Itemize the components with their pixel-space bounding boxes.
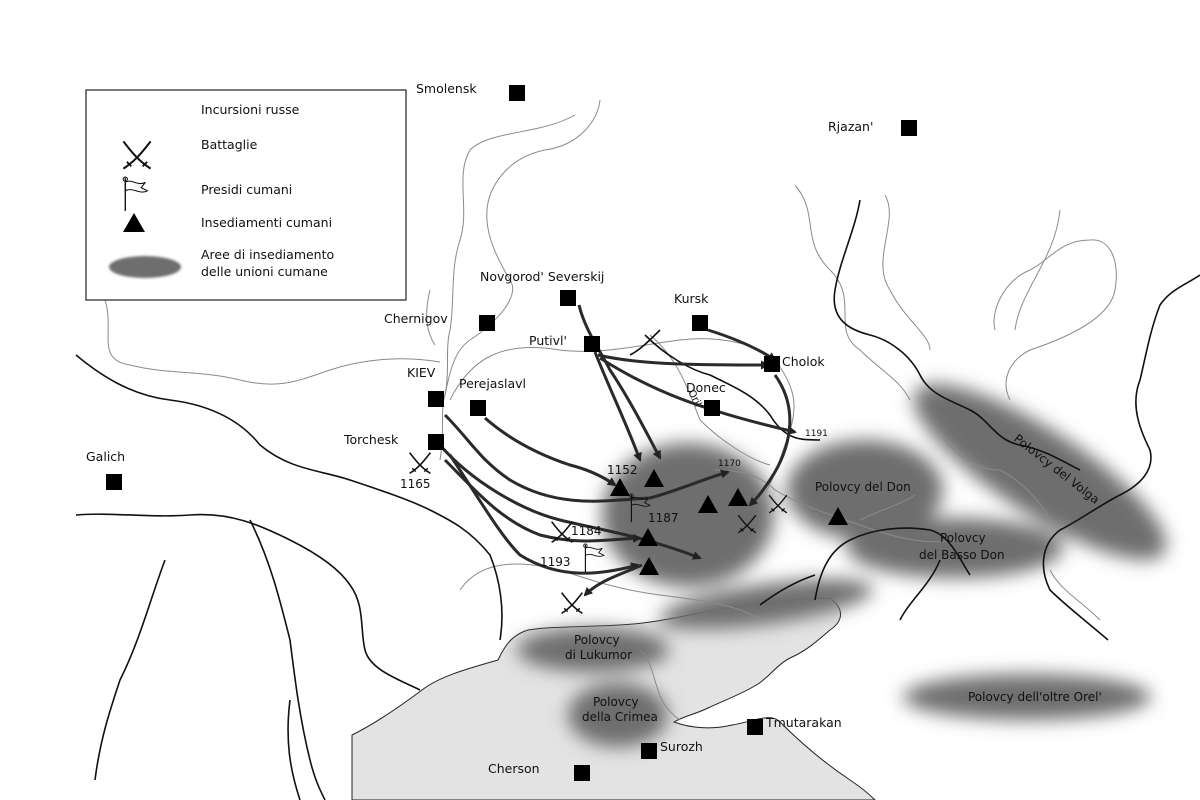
- legend-raids: Incursioni russe: [201, 102, 300, 117]
- label-putivl: Putivl': [529, 333, 567, 348]
- label-tmutarakan: Tmutarakan: [765, 715, 842, 730]
- legend-garrisons: Presidi cumani: [201, 182, 292, 197]
- legend-battles: Battaglie: [201, 137, 258, 152]
- year-1152: 1152: [607, 463, 638, 477]
- year-1191: 1191: [805, 429, 828, 439]
- settlement-triangle: [639, 557, 659, 575]
- city-chernigov-marker: [479, 315, 495, 331]
- area-steppe-south: [659, 579, 873, 629]
- cities: [106, 85, 917, 781]
- area-label-crimea-1: Polovcy: [593, 695, 639, 709]
- year-labels: 1191 1170 1152 1187 1184 1193 1165: [400, 429, 828, 569]
- area-dnieper-bend: [602, 443, 774, 587]
- arrow-putivl-3: [599, 356, 797, 435]
- arrow-1193: [583, 563, 643, 597]
- area-label-basso-don-2: del Basso Don: [919, 548, 1005, 562]
- label-chernigov: Chernigov: [384, 311, 448, 326]
- label-novgorod: Novgorod' Severskij: [480, 269, 604, 284]
- city-perejaslavl-marker: [470, 400, 486, 416]
- city-smolensk-marker: [509, 85, 525, 101]
- arrow-putivl-1: [593, 351, 642, 462]
- cuman-settlements: [610, 469, 848, 575]
- year-1170: 1170: [718, 459, 741, 469]
- label-perejaslavl: Perejaslavl: [459, 376, 526, 391]
- area-crimea: [568, 683, 668, 747]
- arrow-perejaslavl: [484, 416, 617, 487]
- legend-settlements: Insediamenti cumani: [201, 215, 332, 230]
- city-cholok-marker: [764, 356, 780, 372]
- legend-areas-1: Aree di insediamento: [201, 247, 334, 262]
- area-label-don: Polovcy del Don: [815, 480, 911, 494]
- label-torchesk: Torchesk: [343, 432, 399, 447]
- arrow-putivl-2: [597, 353, 770, 370]
- label-smolensk: Smolensk: [416, 81, 477, 96]
- arrow-kursk: [707, 328, 777, 362]
- rivers: [104, 99, 1117, 721]
- city-torchesk-marker: [428, 434, 444, 450]
- legend-triangle-icon: [123, 213, 145, 232]
- city-kiev-marker: [428, 391, 444, 407]
- area-label-basso-don-1: Polovcy: [940, 531, 986, 545]
- settlement-triangle: [728, 488, 748, 506]
- settlement-triangle: [698, 495, 718, 513]
- label-rjazan: Rjazan': [828, 119, 873, 134]
- settlement-triangle: [828, 507, 848, 525]
- arrow-kiev-1: [443, 413, 730, 503]
- area-orel: [903, 674, 1151, 720]
- settlement-triangle: [610, 478, 630, 496]
- legend-area-icon: [109, 256, 181, 278]
- legend: Incursioni russe Battaglie Presidi cuman…: [85, 89, 407, 301]
- label-kursk: Kursk: [674, 291, 709, 306]
- area-label-lukumor-1: Polovcy: [574, 633, 620, 647]
- label-kiev: KIEV: [407, 365, 436, 380]
- city-rjazan-marker: [901, 120, 917, 136]
- arrow-kiev-4: [448, 454, 640, 575]
- borders: [75, 199, 1200, 800]
- arrow-novgorod-1: [577, 304, 662, 460]
- city-surozh-marker: [641, 743, 657, 759]
- label-galich: Galich: [86, 449, 125, 464]
- label-donec: Donec: [686, 380, 726, 395]
- arrow-cholok: [748, 374, 792, 507]
- label-cherson: Cherson: [488, 761, 540, 776]
- battle-1165-icon: [408, 451, 432, 475]
- area-basso-don: [847, 518, 1063, 578]
- city-cherson-marker: [574, 765, 590, 781]
- city-donec-marker: [704, 400, 720, 416]
- year-1193: 1193: [540, 555, 571, 569]
- settlement-areas: [517, 384, 1167, 747]
- city-galich-marker: [106, 474, 122, 490]
- battle-1193-icon: [560, 591, 584, 615]
- area-volga: [913, 384, 1167, 560]
- settlement-triangle: [638, 528, 658, 546]
- city-kursk-marker: [692, 315, 708, 331]
- city-putivl-marker: [584, 336, 600, 352]
- label-surozh: Surozh: [660, 739, 703, 754]
- area-label-lukumor-2: di Lukumor: [565, 648, 632, 662]
- area-don: [787, 440, 943, 540]
- city-labels: Smolensk Rjazan' Novgorod' Severskij Kur…: [86, 81, 873, 776]
- garrison-1193-icon: [583, 543, 605, 573]
- area-lukumor: [517, 628, 669, 672]
- area-label-orel: Polovcy dell'oltre Orel': [968, 690, 1102, 704]
- city-novgorod-marker: [560, 290, 576, 306]
- legend-areas-2: delle unioni cumane: [201, 264, 328, 279]
- raid-arrows: [438, 304, 797, 597]
- year-1184: 1184: [571, 524, 602, 538]
- settlement-triangle: [644, 469, 664, 487]
- area-label-crimea-2: della Crimea: [582, 710, 658, 724]
- city-tmutarakan-marker: [747, 719, 763, 735]
- year-1187: 1187: [648, 511, 679, 525]
- label-cholok: Cholok: [782, 354, 825, 369]
- year-1165: 1165: [400, 477, 431, 491]
